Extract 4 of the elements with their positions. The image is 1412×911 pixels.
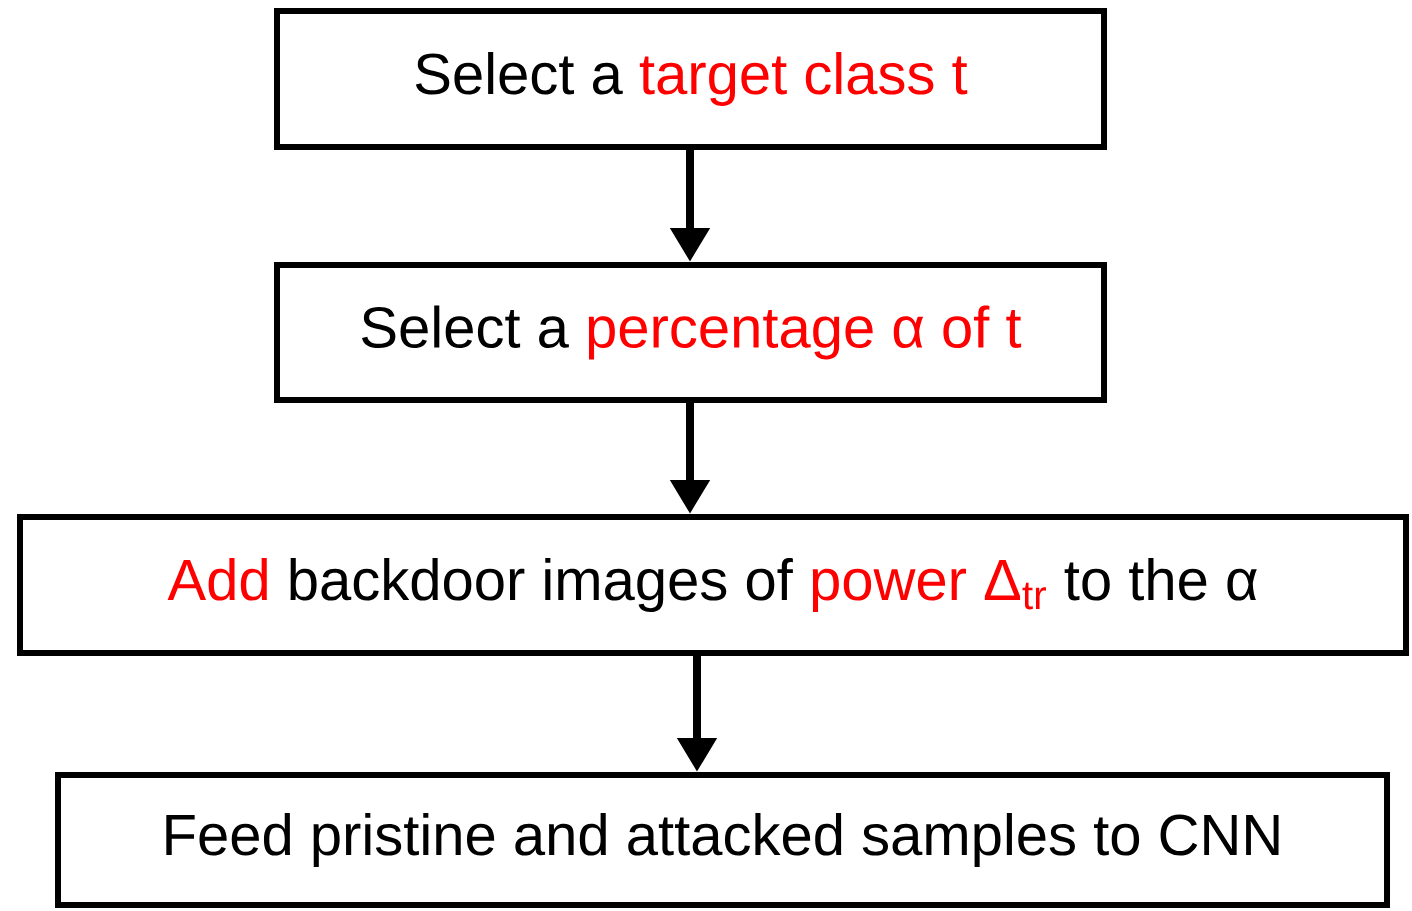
process-box: Add backdoor images of power Δ$_{tr}$ to the α <box>17 514 1409 656</box>
process-box: Feed pristine and attacked samples to CNN <box>55 772 1390 908</box>
process-box: Select a percentage α of t <box>274 262 1107 403</box>
process-box: Select a target class t <box>274 8 1107 150</box>
